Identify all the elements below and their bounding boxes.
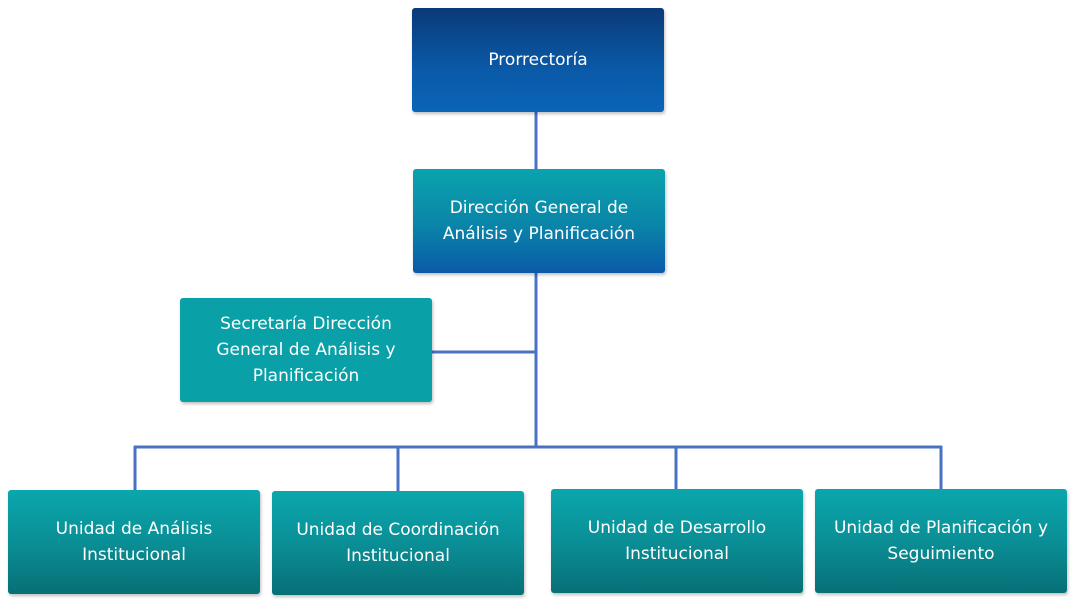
node-unidad-desarrollo-label-line2: Institucional — [625, 544, 729, 564]
node-direccion-general: Dirección General de Análisis y Planific… — [413, 169, 665, 273]
node-direccion-general-label-line1: Dirección General de — [449, 198, 629, 218]
node-secretaria: Secretaría Dirección General de Análisis… — [180, 298, 432, 402]
node-unidad-planificacion: Unidad de Planificación y Seguimiento — [815, 489, 1067, 593]
node-unidad-planificacion-label-line1: Unidad de Planificación y — [833, 518, 1049, 538]
node-unidad-desarrollo-label-line1: Unidad de Desarrollo — [587, 518, 767, 538]
node-unidad-analisis: Unidad de Análisis Institucional — [8, 490, 260, 594]
node-unidad-coordinacion: Unidad de Coordinación Institucional — [272, 491, 524, 595]
node-unidad-analisis-label-line1: Unidad de Análisis — [55, 519, 213, 539]
node-unidad-coordinacion-label-line1: Unidad de Coordinación — [296, 520, 500, 540]
node-secretaria-label-line2: General de Análisis y — [216, 340, 396, 360]
node-secretaria-label-line1: Secretaría Dirección — [220, 314, 392, 334]
node-prorrectoria: Prorrectoría — [412, 8, 664, 112]
node-unidad-desarrollo: Unidad de Desarrollo Institucional — [551, 489, 803, 593]
node-secretaria-label-line3: Planificación — [252, 366, 360, 386]
node-unidad-planificacion-label-line2: Seguimiento — [887, 544, 995, 564]
node-prorrectoria-label: Prorrectoría — [488, 50, 588, 70]
node-unidad-analisis-label-line2: Institucional — [82, 545, 186, 565]
node-direccion-general-label-line2: Análisis y Planificación — [442, 224, 636, 244]
node-unidad-coordinacion-label-line2: Institucional — [346, 546, 450, 566]
